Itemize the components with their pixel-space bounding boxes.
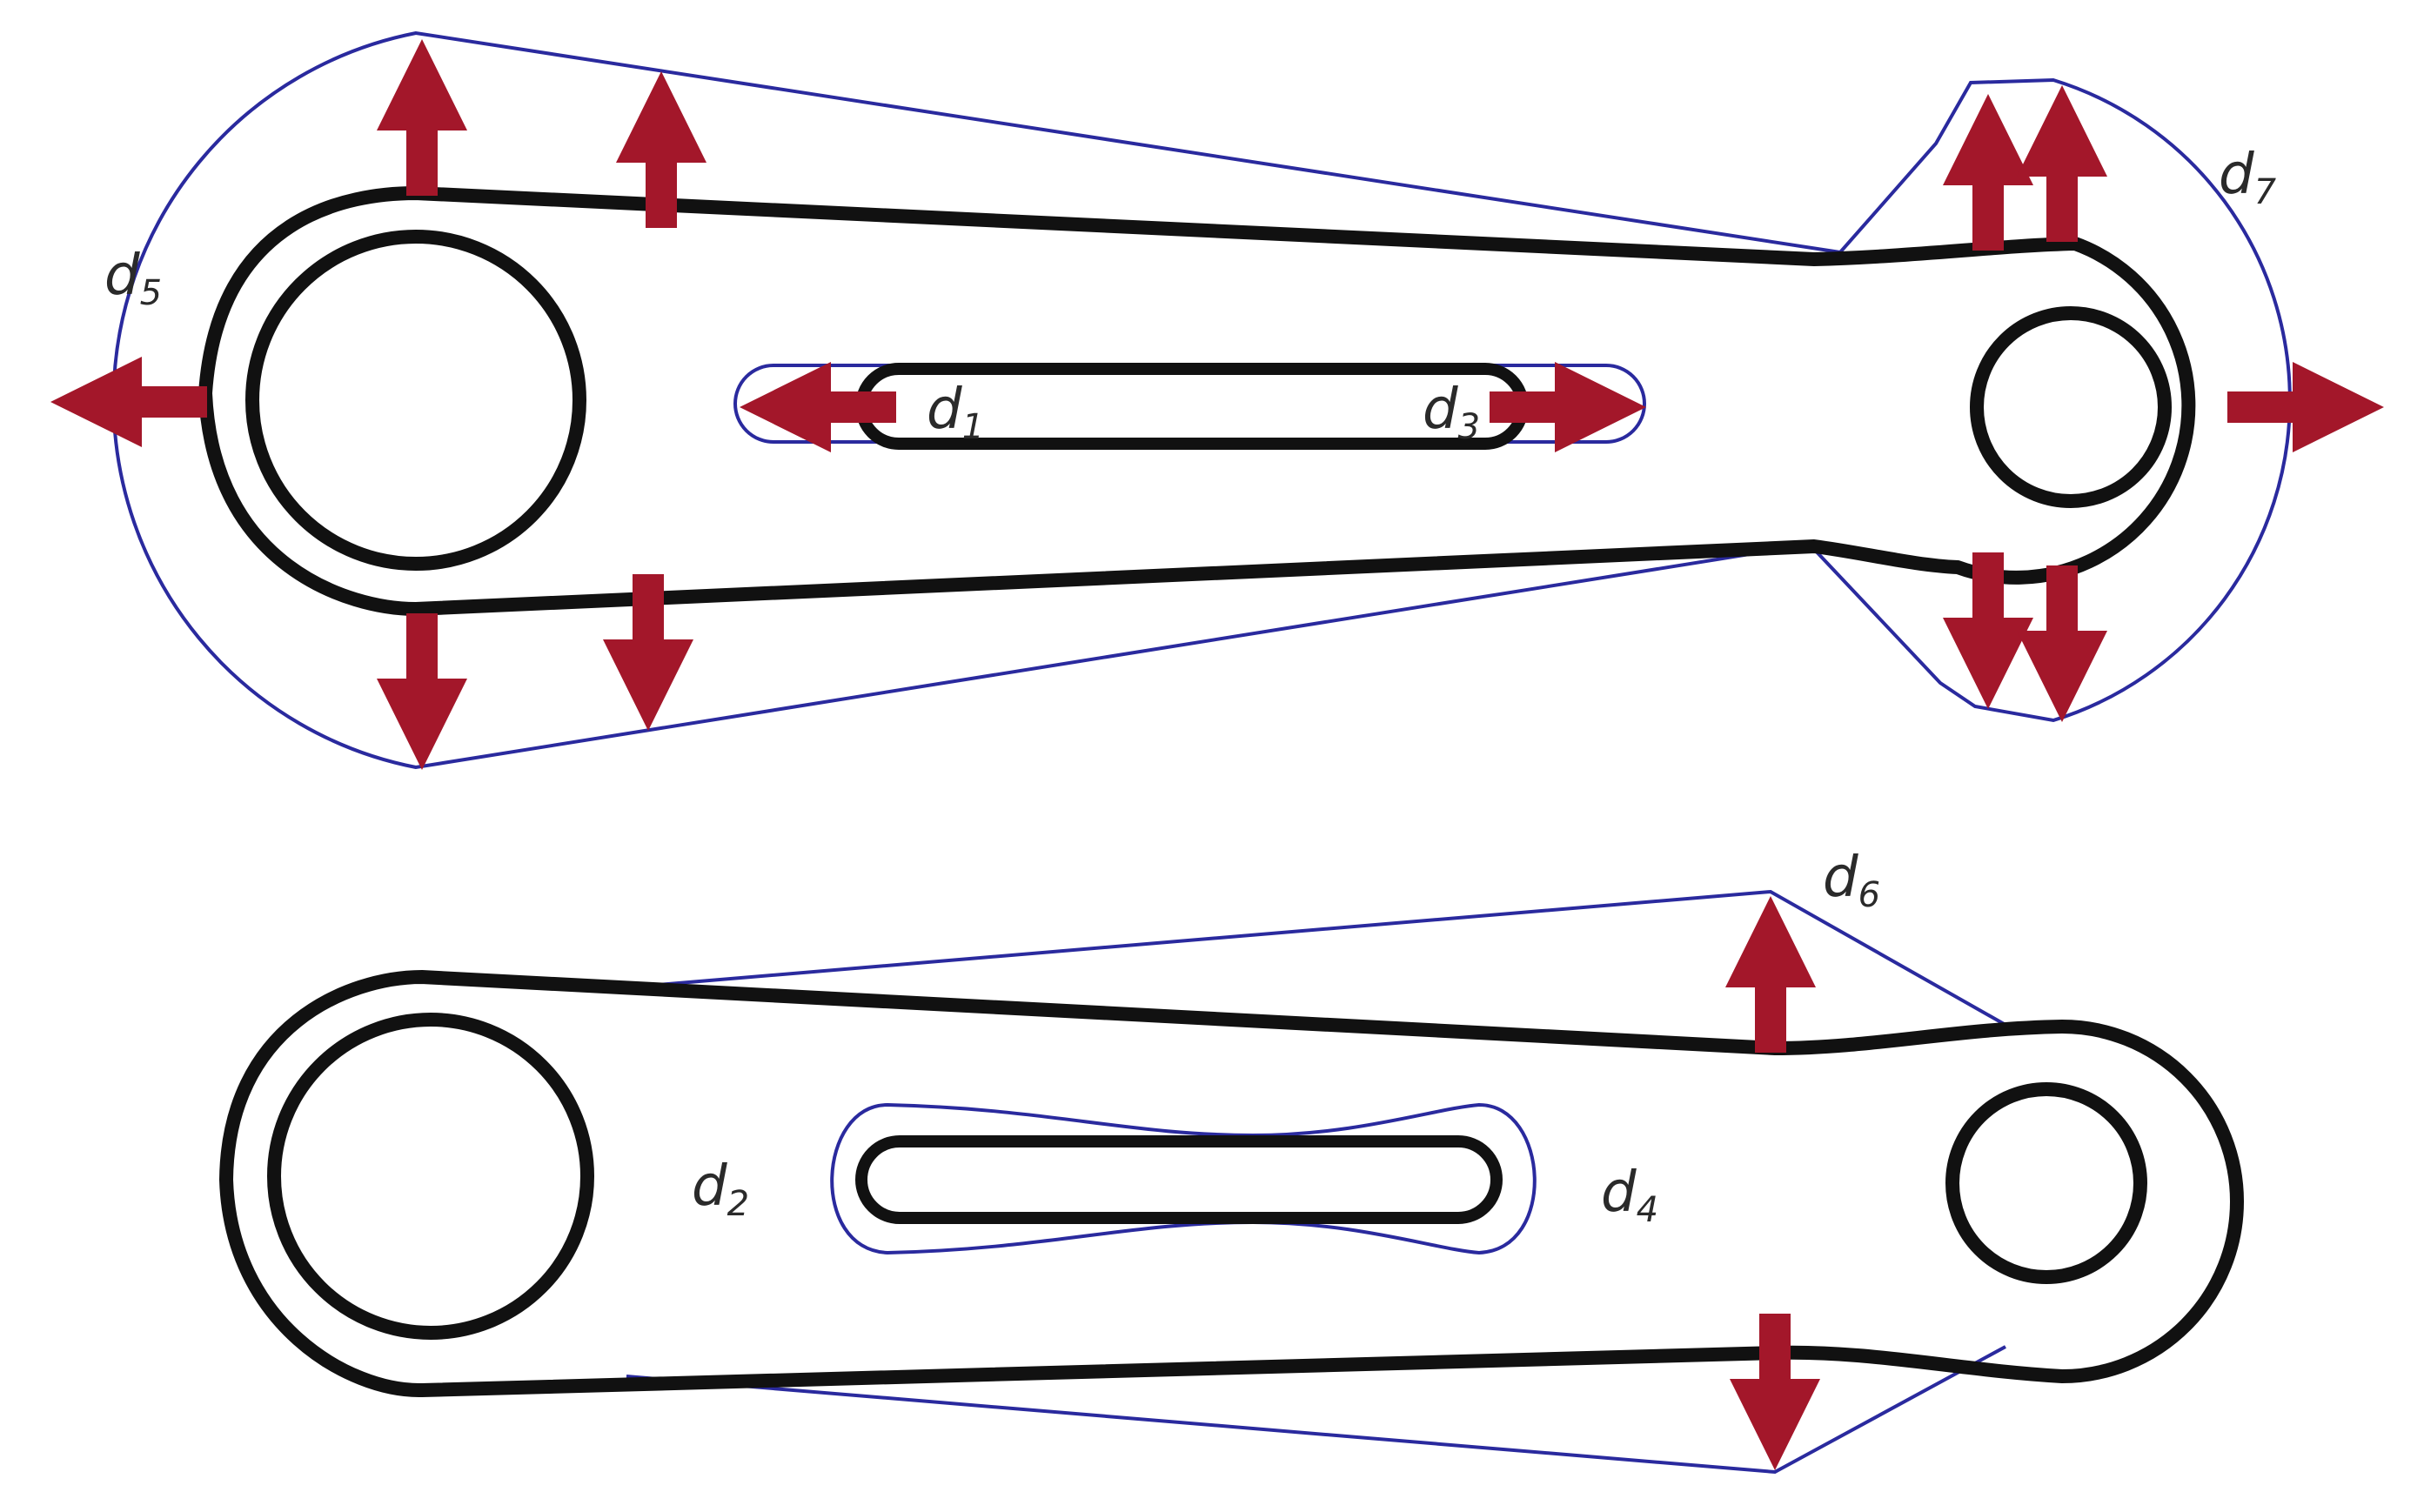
top-big-bore [245,230,586,571]
bottom-envelope-top [626,889,2006,1027]
label-d2: d2 [692,1154,749,1224]
arrow-down-icon [2017,565,2107,722]
top-arrows [50,39,2384,770]
top-small-bore [1970,306,2172,508]
label-d5: d5 [104,244,162,313]
arrow-up-icon [1725,896,1816,1053]
label-d3: d3 [1423,378,1480,447]
arrow-up-icon [2017,85,2107,242]
arrow-up-icon [377,39,467,196]
bottom-crank-outline [219,970,2244,1398]
arrow-right-icon [2227,362,2384,452]
bottom-big-bore [267,1013,594,1340]
bottom-envelope-bottom [626,1345,2006,1475]
label-d7: d7 [2219,143,2277,212]
top-crank-arm [50,30,2384,770]
arrow-down-icon [377,613,467,770]
bottom-crank-arm [219,889,2244,1475]
label-d6: d6 [1823,846,1880,915]
bottom-slot-envelope [830,1102,1537,1255]
variable-labels: d5 d1 d3 d7 d6 d2 d4 [104,143,2277,1230]
bottom-slot [855,1135,1503,1224]
bottom-small-bore [1945,1082,2147,1284]
arrow-down-icon [1730,1314,1820,1470]
top-envelope-outline [111,30,2292,770]
bottom-arrows [1725,896,1820,1470]
label-d4: d4 [1601,1161,1658,1230]
label-d1: d1 [927,378,984,447]
arrow-left-icon [50,357,207,447]
